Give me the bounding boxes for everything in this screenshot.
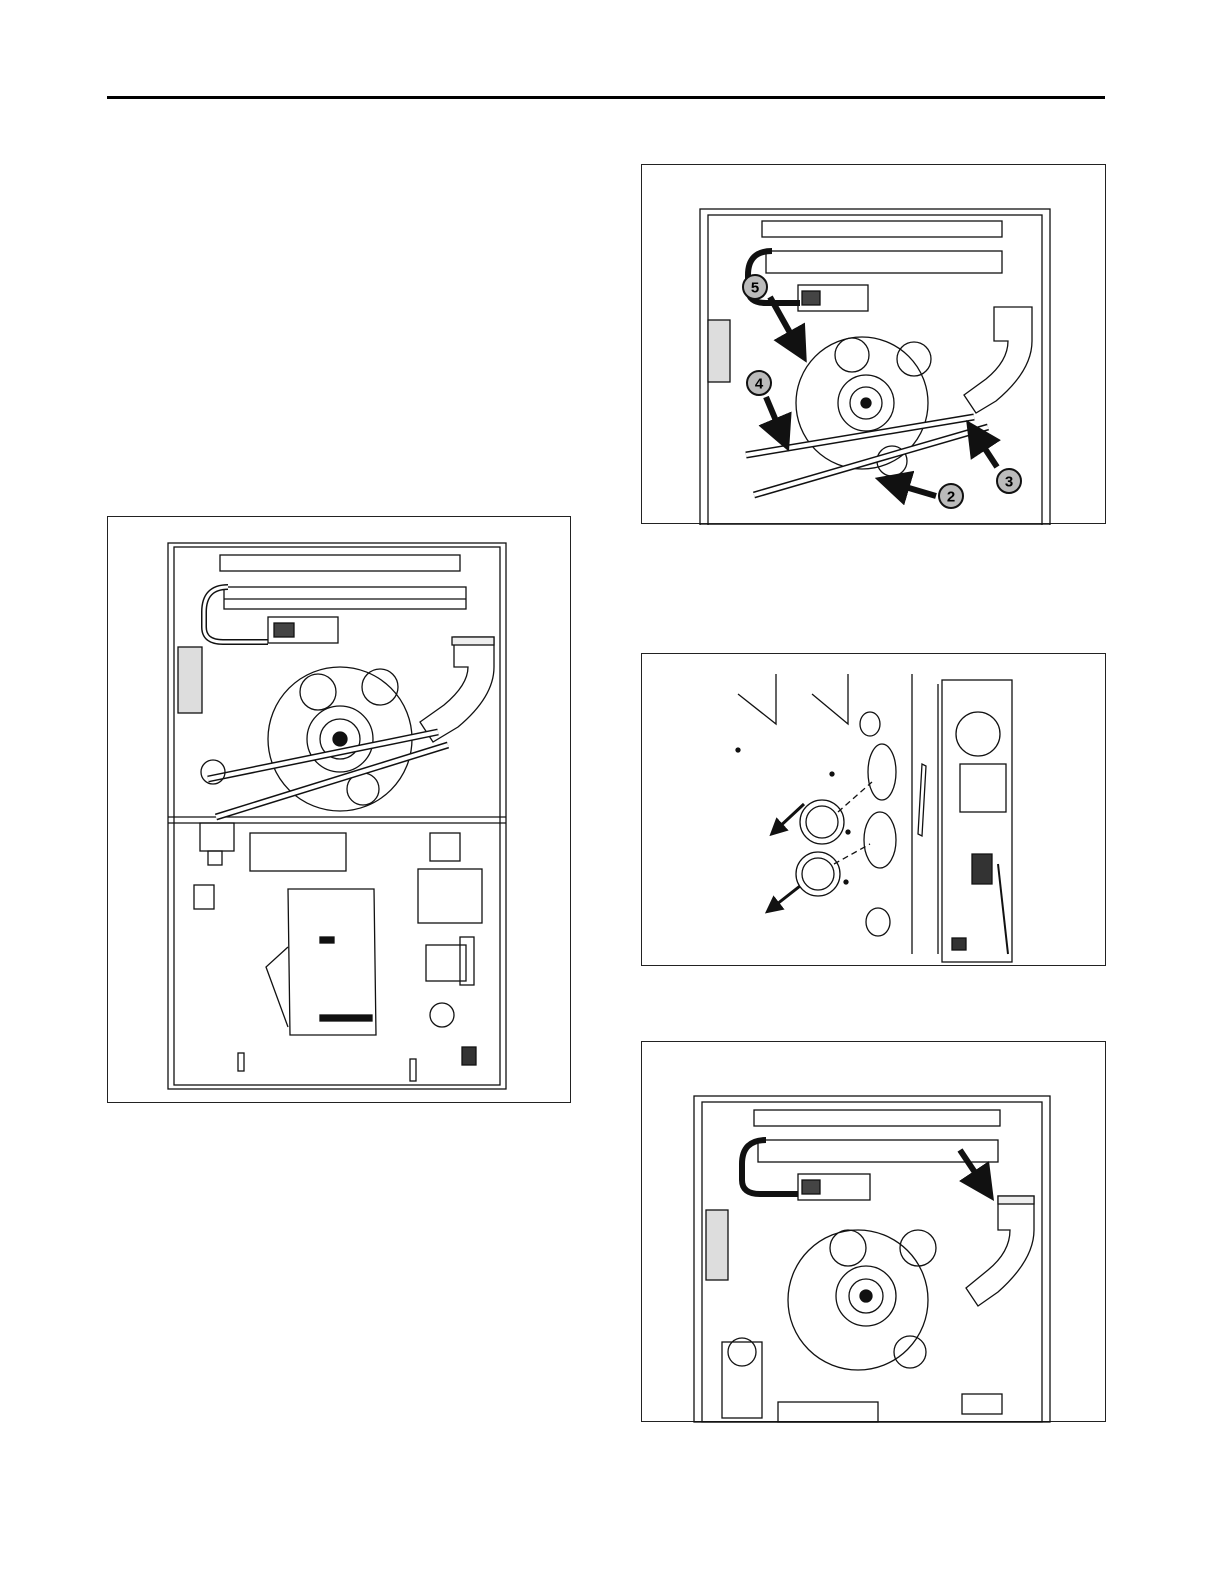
callout-3: 3 [976, 435, 1021, 493]
knockout-plug-figure [641, 653, 1106, 966]
callout-figure: 5 4 3 2 [641, 164, 1106, 524]
knockout-plug-drawing [642, 654, 1107, 967]
callout-5-label: 5 [751, 280, 759, 297]
callout-3-label: 3 [1005, 474, 1013, 491]
callout-2-label: 2 [947, 489, 955, 506]
callout-2: 2 [892, 483, 963, 508]
header-rule [107, 96, 1105, 99]
furnace-front-drawing [108, 517, 572, 1104]
callout-5: 5 [743, 275, 798, 347]
vent-pipe-figure [641, 1041, 1106, 1422]
vent-pipe-arrow [960, 1150, 984, 1186]
furnace-front-figure [107, 516, 571, 1103]
vent-pipe-drawing [642, 1042, 1107, 1423]
callout-4: 4 [747, 371, 782, 435]
callout-4-label: 4 [755, 376, 764, 393]
callout-markers: 5 4 3 2 [642, 165, 1107, 525]
